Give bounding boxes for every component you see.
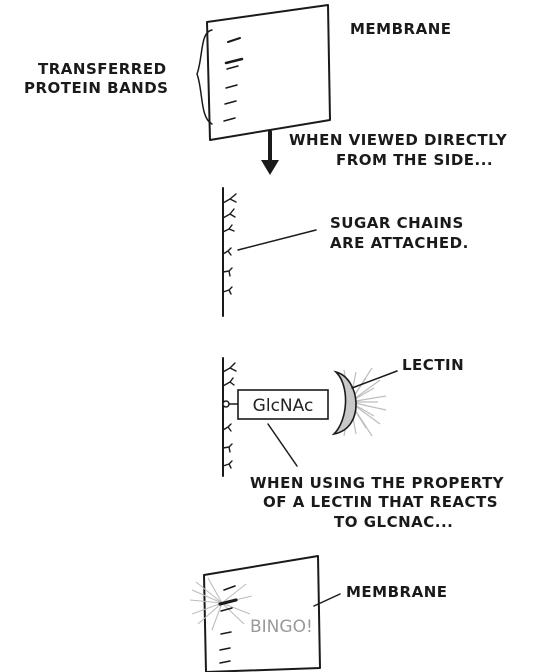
- sugar-label-line1: SUGAR CHAINS: [330, 214, 464, 232]
- viewed-label-line1: WHEN VIEWED DIRECTLY: [289, 131, 508, 149]
- sugar-pointer-line: [237, 229, 317, 251]
- viewed-label-line2: FROM THE SIDE...: [336, 151, 493, 169]
- lectin-label: LECTIN: [402, 356, 464, 374]
- glcnac-pointer-line: [267, 423, 298, 467]
- bottom-membrane: BINGO!: [189, 555, 321, 672]
- transferred-label-line1: TRANSFERRED: [38, 60, 167, 78]
- membrane-bottom-pointer: [313, 593, 341, 607]
- glcnac-box: GlcNAc: [237, 389, 329, 420]
- down-arrow: [261, 130, 279, 175]
- side-view-membrane: [222, 187, 237, 317]
- sugar-label-line2: ARE ATTACHED.: [330, 234, 469, 252]
- transferred-bracket: [196, 29, 213, 125]
- side-view-membrane-2: [222, 357, 239, 477]
- using-label-line3: TO GLCNAC...: [334, 513, 453, 531]
- using-label-line1: WHEN USING THE PROPERTY: [250, 474, 505, 492]
- lectin-pointer-line: [351, 370, 398, 389]
- bingo-text: BINGO!: [250, 617, 313, 637]
- top-membrane: [206, 4, 331, 141]
- glcnac-label: GlcNAc: [253, 396, 314, 416]
- lectin-shape: [331, 370, 357, 436]
- membrane-label-bottom: MEMBRANE: [346, 583, 448, 601]
- membrane-label-top: MEMBRANE: [350, 20, 452, 38]
- transferred-label-line2: PROTEIN BANDS: [24, 79, 168, 97]
- using-label-line2: OF A LECTIN THAT REACTS: [263, 493, 498, 511]
